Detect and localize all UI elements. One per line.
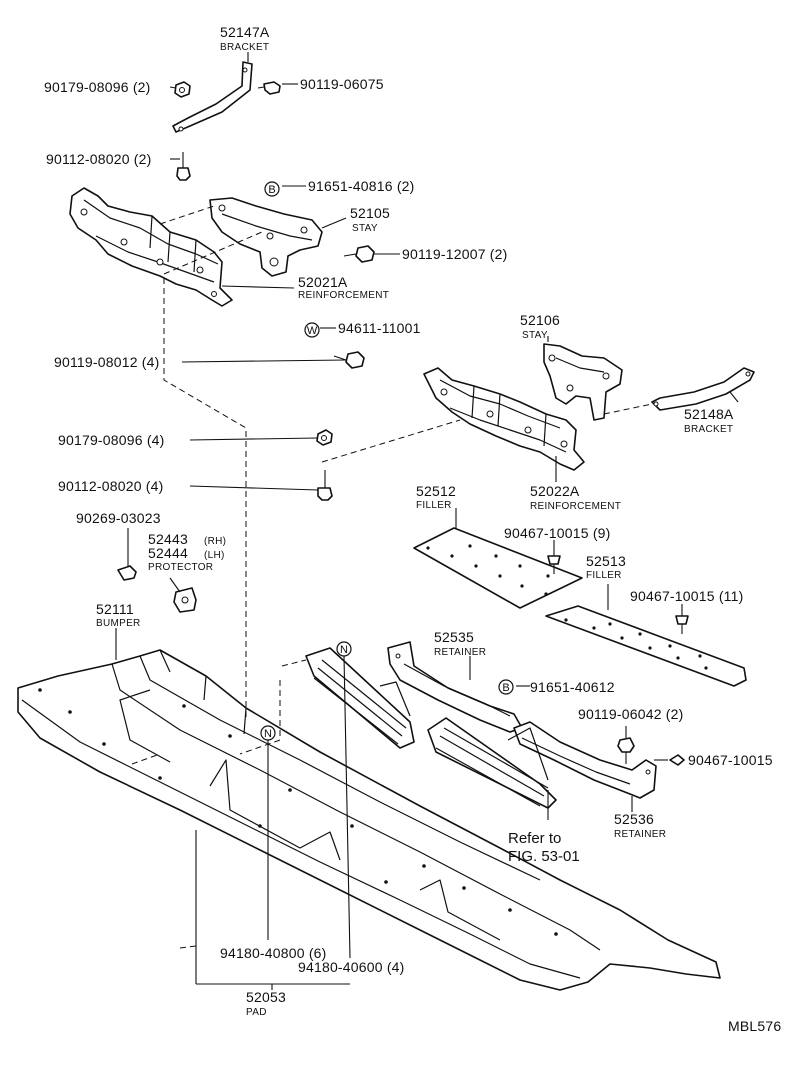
bolt-90119-08012-drawing: [333, 351, 365, 369]
label-90112-08020-2: 90112-08020 (2): [46, 151, 151, 167]
badge-n-94180-40600: N: [336, 641, 352, 657]
label-90179-08096-2: 90179-08096 (2): [44, 79, 151, 95]
label-94611-11001: 94611-11001: [338, 320, 421, 336]
reinforcement-52021a-drawing: [69, 187, 233, 307]
label-52021a: 52021A: [298, 274, 348, 290]
label-52105: 52105: [350, 205, 390, 221]
stay-52106-drawing: [543, 343, 623, 421]
filler-52513-drawing: [545, 605, 747, 687]
bolt-90119-12007-drawing: [343, 245, 375, 263]
protector-drawing: [173, 587, 197, 613]
leader-lines: [115, 52, 739, 990]
reference-note-line2: FIG. 53-01: [508, 848, 580, 865]
name-retainer-52536: RETAINER: [614, 829, 666, 840]
label-90467-10015-11: 90467-10015 (11): [630, 588, 743, 604]
label-94180-40800: 94180-40800 (6): [220, 945, 327, 961]
name-pad-52053: PAD: [246, 1007, 267, 1018]
label-90119-06075: 90119-06075: [300, 76, 384, 92]
badge-w-94611: W: [304, 322, 320, 338]
pad-right-grille-drawing: [427, 717, 557, 809]
reference-note-line1: Refer to: [508, 830, 561, 847]
svg-text:B: B: [502, 682, 509, 694]
label-91651-40612: 91651-40612: [530, 679, 615, 695]
label-94180-40600: 94180-40600 (4): [298, 959, 405, 975]
badge-n-94180-40800: N: [260, 725, 276, 741]
name-protector: PROTECTOR: [148, 562, 213, 573]
label-90467-10015-9: 90467-10015 (9): [504, 525, 611, 541]
label-52444: 52444: [148, 545, 188, 561]
label-90119-08012: 90119-08012 (4): [54, 354, 159, 370]
name-stay-52105: STAY: [352, 223, 378, 234]
label-90119-06042: 90119-06042 (2): [578, 706, 683, 722]
name-filler-52513: FILLER: [586, 570, 622, 581]
label-90467-10015: 90467-10015: [688, 752, 773, 768]
name-retainer-52535: RETAINER: [434, 647, 486, 658]
label-52053: 52053: [246, 989, 286, 1005]
label-52022a: 52022A: [530, 483, 580, 499]
suffix-52443-rh: (RH): [204, 536, 226, 547]
bolt-90119-06075-drawing: [257, 81, 281, 95]
name-filler-52512: FILLER: [416, 500, 452, 511]
pad-left-grille-drawing: [305, 647, 415, 749]
name-reinforcement-52022a: REINFORCEMENT: [530, 501, 621, 512]
retainer-52536-drawing: [513, 721, 657, 799]
suffix-52444-lh: (LH): [204, 550, 225, 561]
label-52147a: 52147A: [220, 24, 270, 40]
label-52512: 52512: [416, 483, 456, 499]
bolt-90112-top-drawing: [176, 152, 191, 181]
bumper-52111-drawing: [17, 649, 721, 991]
nut-90179-lower-drawing: [316, 429, 333, 446]
dashed-assembly-lines: [131, 205, 653, 949]
bracket-52147a-drawing: [172, 61, 253, 133]
svg-text:N: N: [340, 644, 348, 656]
stay-52105-drawing: [209, 197, 323, 277]
label-52106: 52106: [520, 312, 560, 328]
label-52535: 52535: [434, 629, 474, 645]
label-90179-08096-4: 90179-08096 (4): [58, 432, 165, 448]
label-52148a: 52148A: [684, 406, 734, 422]
nut-90179-drawing: [174, 81, 191, 98]
clip-90467-9-drawing: [547, 555, 561, 574]
label-52443: 52443: [148, 531, 188, 547]
diagram-code: MBL576: [728, 1018, 781, 1034]
part-labels: 52147A BRACKET 90179-08096 (2) 90119-060…: [44, 24, 781, 1034]
svg-text:N: N: [264, 728, 272, 740]
name-bracket-52148a: BRACKET: [684, 424, 733, 435]
label-91651-40816: 91651-40816 (2): [308, 178, 415, 194]
bolt-90119-06042-drawing: [617, 737, 635, 764]
bracket-52148a-drawing: [651, 367, 755, 411]
svg-text:B: B: [268, 184, 275, 196]
label-90112-08020-4: 90112-08020 (4): [58, 478, 163, 494]
filler-52512-drawing: [413, 527, 583, 609]
label-90119-12007: 90119-12007 (2): [402, 246, 507, 262]
label-52111: 52111: [96, 601, 134, 617]
badge-b-91651-40612: B: [498, 679, 514, 695]
bolt-90112-lower-drawing: [317, 470, 333, 501]
name-bumper-52111: BUMPER: [96, 618, 141, 629]
label-52536: 52536: [614, 811, 654, 827]
label-52513: 52513: [586, 553, 626, 569]
reinforcement-52022a-drawing: [423, 367, 585, 471]
svg-text:W: W: [307, 325, 318, 337]
clip-90467-single-drawing: [669, 754, 685, 766]
badge-b-91651-40816: B: [264, 181, 280, 197]
name-stay-52106: STAY: [522, 330, 548, 341]
name-reinforcement-52021a: REINFORCEMENT: [298, 290, 389, 301]
name-bracket-52147a: BRACKET: [220, 42, 269, 53]
label-90269-03023: 90269-03023: [76, 510, 161, 526]
screw-90269-drawing: [117, 538, 137, 581]
clip-90467-11-drawing: [675, 615, 689, 634]
